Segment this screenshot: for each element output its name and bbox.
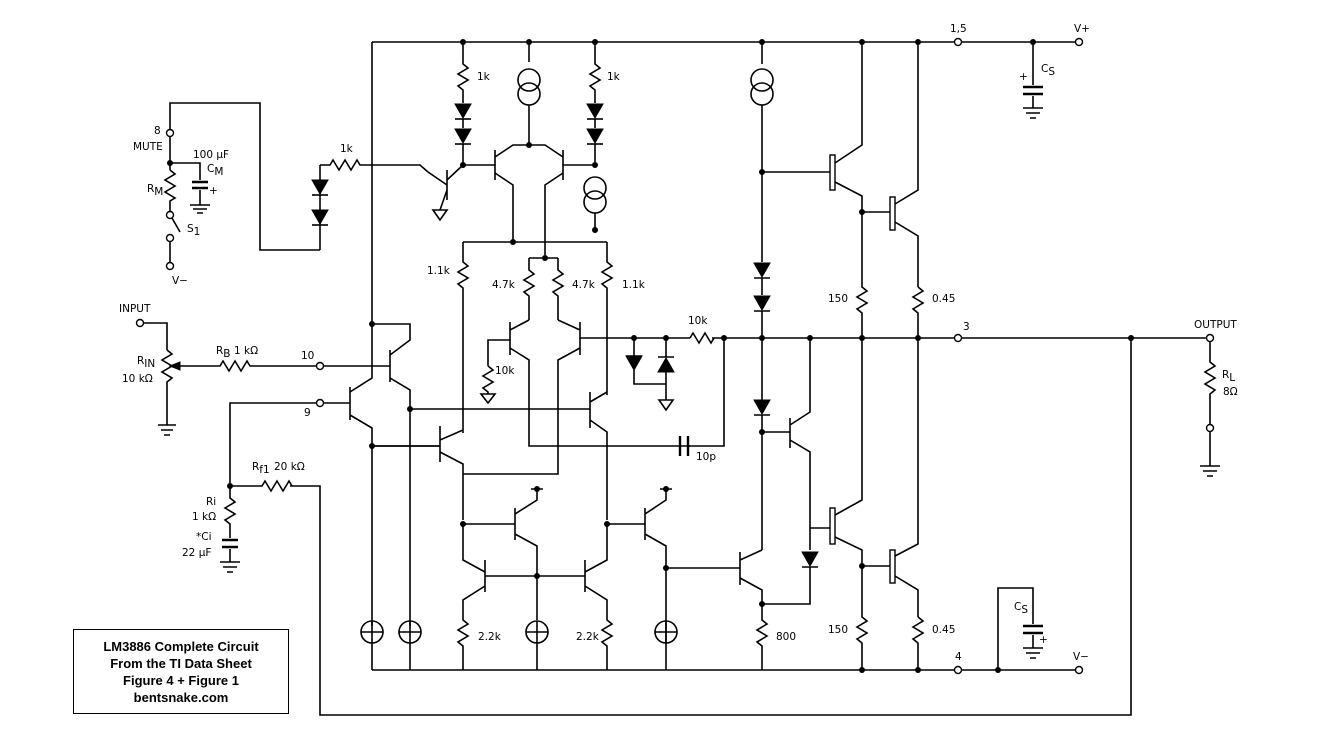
label-cs-bottom: CS <box>1014 601 1028 616</box>
label-vplus: V+ <box>1074 23 1090 35</box>
vminus-terminal <box>1074 665 1084 675</box>
label-ci: *Ci <box>196 531 212 543</box>
rb-resistor <box>180 359 316 373</box>
label-cm-name: CM <box>207 163 223 178</box>
label-s1: S1 <box>187 223 200 238</box>
pin-10-terminal <box>315 361 325 371</box>
label-r-150-bottom: 150 <box>828 624 848 636</box>
label-ri-value: 1 kΩ <box>192 511 216 523</box>
label-r-10k-series: 10k <box>688 315 708 327</box>
title-line-2: From the TI Data Sheet <box>110 655 252 671</box>
label-rin-value: 10 kΩ <box>122 373 153 385</box>
supply-bypass <box>953 37 1084 675</box>
label-pin4: 4 <box>955 651 962 663</box>
label-cm-value: 100 µF <box>193 149 229 161</box>
mute-section <box>163 102 320 271</box>
label-pin15: 1,5 <box>950 23 967 35</box>
label-cm-plus: + <box>209 185 218 197</box>
rl-resistor <box>1203 342 1217 424</box>
rm-resistor <box>163 169 177 212</box>
r-10k-series <box>689 331 715 345</box>
label-r-top-right: 1k <box>607 71 621 83</box>
rf1-resistor <box>230 479 293 493</box>
title-box: LM3886 Complete Circuit From the TI Data… <box>73 629 289 714</box>
label-r-4k7-right: 4.7k <box>572 279 596 291</box>
vplus-terminal <box>1074 37 1084 47</box>
pin-3-terminal <box>953 333 963 343</box>
label-rl: RL <box>1222 369 1235 384</box>
s1-switch <box>171 217 181 233</box>
label-r-1k1-right: 1.1k <box>622 279 646 291</box>
label-ri: Ri <box>206 496 216 508</box>
label-r-045-bottom: 0.45 <box>932 624 955 636</box>
label-rb-value: 1 kΩ <box>234 345 258 357</box>
label-pin9: 9 <box>304 407 311 419</box>
label-pin10: 10 <box>301 350 314 362</box>
ri-resistor <box>223 486 237 538</box>
label-vminus-right: V− <box>1073 651 1089 663</box>
pin-9-terminal <box>315 398 325 408</box>
label-r-1k1-left: 1.1k <box>427 265 451 277</box>
title-line-3: Figure 4 + Figure 1 <box>123 672 239 688</box>
title-line-1: LM3886 Complete Circuit <box>103 638 259 654</box>
label-rm: RM <box>147 183 163 198</box>
top-current-mirror <box>427 39 607 261</box>
input-terminal <box>135 318 145 328</box>
label-r-4k7-left: 4.7k <box>492 279 516 291</box>
lower-current-mirror <box>456 486 678 670</box>
output-stage <box>762 39 925 673</box>
label-mute: MUTE <box>133 141 163 153</box>
label-ci-value: 22 µF <box>182 547 211 559</box>
label-cs-bottom-plus: + <box>1039 634 1048 646</box>
label-mute-pin: 8 <box>154 125 161 137</box>
cs-top-capacitor <box>1023 85 1043 96</box>
label-rin: RIN <box>137 355 155 370</box>
label-output: OUTPUT <box>1194 319 1237 331</box>
label-cs-top-plus: + <box>1019 71 1028 83</box>
label-r-2k2-right: 2.2k <box>576 631 600 643</box>
cs-bottom-capacitor <box>1023 624 1043 635</box>
input-section <box>135 318 325 573</box>
mute-terminal <box>165 128 175 138</box>
label-r-10k-bias: 10k <box>495 365 515 377</box>
label-vminus-left: V− <box>172 275 188 287</box>
label-rl-value: 8Ω <box>1223 386 1238 398</box>
label-c-10p: 10p <box>696 451 716 463</box>
label-r-2k2-left: 2.2k <box>478 631 502 643</box>
label-rf1: Rf1 <box>252 461 270 476</box>
voltage-amplifier-stage <box>372 241 727 520</box>
title-line-4: bentsnake.com <box>133 689 229 705</box>
pin-4-terminal <box>953 665 963 675</box>
input-differential-pair <box>324 323 590 670</box>
label-rb: RB <box>216 345 231 360</box>
label-input: INPUT <box>119 303 151 315</box>
label-r-top-left: 1k <box>477 71 491 83</box>
label-r-mute-1k: 1k <box>340 143 354 155</box>
cm-capacitor <box>192 180 208 190</box>
label-rf1-value: 20 kΩ <box>274 461 305 473</box>
output-node-line <box>580 333 1215 343</box>
label-pin3: 3 <box>963 321 970 333</box>
mute-diode-chain <box>311 158 429 250</box>
label-r-045-top: 0.45 <box>932 293 955 305</box>
power-rails <box>369 41 1075 671</box>
labels: 8 MUTE 100 µF CM + RM S1 V− INPUT RIN 10… <box>119 23 1238 663</box>
label-r-150-top: 150 <box>828 293 848 305</box>
ci-capacitor <box>222 538 238 549</box>
load-section <box>1200 342 1220 477</box>
label-cs-top: CS <box>1041 63 1055 78</box>
feedback-wire <box>290 338 1132 716</box>
label-r-800: 800 <box>776 631 796 643</box>
pin-15-terminal <box>953 37 963 47</box>
output-terminal <box>1205 333 1215 343</box>
bias-chain <box>666 39 819 670</box>
